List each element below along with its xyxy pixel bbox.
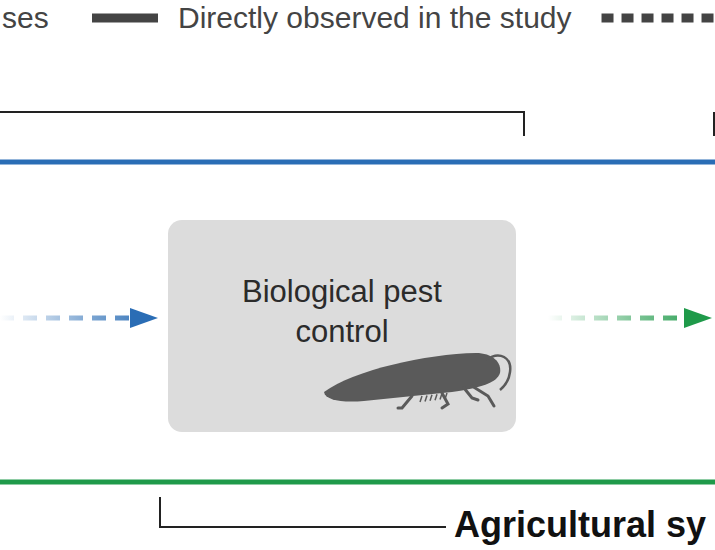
process-box: Biological pest control: [168, 220, 516, 432]
bracket-label: Agricultural sy: [454, 504, 706, 546]
legend-text: Directly observed in the study: [178, 0, 572, 36]
band-line: [0, 160, 715, 165]
arrow-head: [130, 308, 158, 328]
legend-solid-sample: [92, 14, 158, 23]
legend-dashed-sample: [602, 14, 715, 23]
node-text: Biological pest control: [217, 272, 467, 352]
dashed-arrow: [0, 316, 134, 321]
bracket-line: [713, 112, 715, 136]
legend-text: ses: [2, 0, 49, 36]
bracket-line: [160, 497, 446, 527]
band-line: [0, 480, 715, 485]
dashed-arrow: [548, 316, 688, 321]
arrow-head: [684, 308, 712, 328]
bracket-line: [0, 112, 524, 136]
